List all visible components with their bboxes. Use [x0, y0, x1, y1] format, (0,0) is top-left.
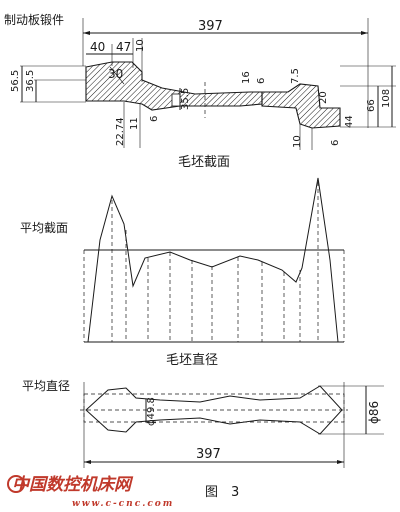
blank-diameter-label: 毛坯直径 — [166, 353, 218, 368]
dim-6b: 6 — [256, 78, 267, 84]
forging-title: 制动板锻件 — [4, 13, 64, 27]
watermark-url: www.c-cnc.com — [72, 499, 174, 509]
diameter-profile-view: 平均直径 ϕ49.8 ϕ86 397 — [22, 379, 384, 468]
dim-phi86: ϕ86 — [367, 401, 381, 424]
dim-6a: 6 — [149, 116, 160, 122]
dim-108: 108 — [381, 89, 392, 108]
section-area-curve — [87, 177, 339, 343]
dim-20: 20 — [318, 91, 329, 104]
dim-7-5: 7.5 — [290, 68, 301, 84]
dim-10b: 10 — [292, 135, 303, 148]
angle-guide — [109, 66, 125, 85]
figure-caption: 图 3 — [205, 485, 239, 500]
dim-10a: 10 — [135, 39, 146, 52]
forging-profile-right — [261, 83, 341, 129]
dim-16: 16 — [241, 71, 252, 84]
logo-ring-icon — [7, 475, 25, 493]
arrow-head — [337, 460, 344, 464]
blank-section-label: 毛坯截面 — [178, 155, 230, 170]
section-area-plot: 平均截面 毛坯直径 — [20, 177, 345, 368]
dim-397-bottom: 397 — [196, 447, 221, 462]
dim-66: 66 — [366, 99, 377, 112]
center-hole — [171, 93, 181, 107]
dim-6c: 6 — [330, 140, 341, 146]
dim-phi49-8: ϕ49.8 — [146, 397, 157, 426]
forging-section-view: 制动板锻件 397 40 47 10 56.5 36.5 30 — [4, 13, 396, 170]
angle-30: 30 — [108, 67, 123, 81]
dim-22-74: 22.74 — [115, 117, 126, 146]
watermark-logo: 中国数控机床网 www.c-cnc.com — [7, 475, 174, 509]
avg-diameter-label: 平均直径 — [22, 379, 70, 393]
watermark-brand: 中国数控机床网 — [12, 475, 134, 495]
dim-56-5: 56.5 — [10, 70, 21, 92]
dim-35-5: 35.5 — [180, 88, 191, 110]
arrow-head — [361, 31, 368, 35]
avg-section-label: 平均截面 — [20, 221, 68, 235]
arrow-head — [84, 460, 91, 464]
dim-44: 44 — [344, 115, 355, 128]
dim-36-5: 36.5 — [25, 70, 36, 92]
dim-47: 47 — [116, 40, 131, 54]
average-diameter-box — [83, 393, 345, 423]
arrow-head — [83, 31, 90, 35]
dim-11: 11 — [129, 117, 140, 130]
dim-40: 40 — [90, 40, 105, 54]
dim-397-top: 397 — [198, 19, 223, 34]
